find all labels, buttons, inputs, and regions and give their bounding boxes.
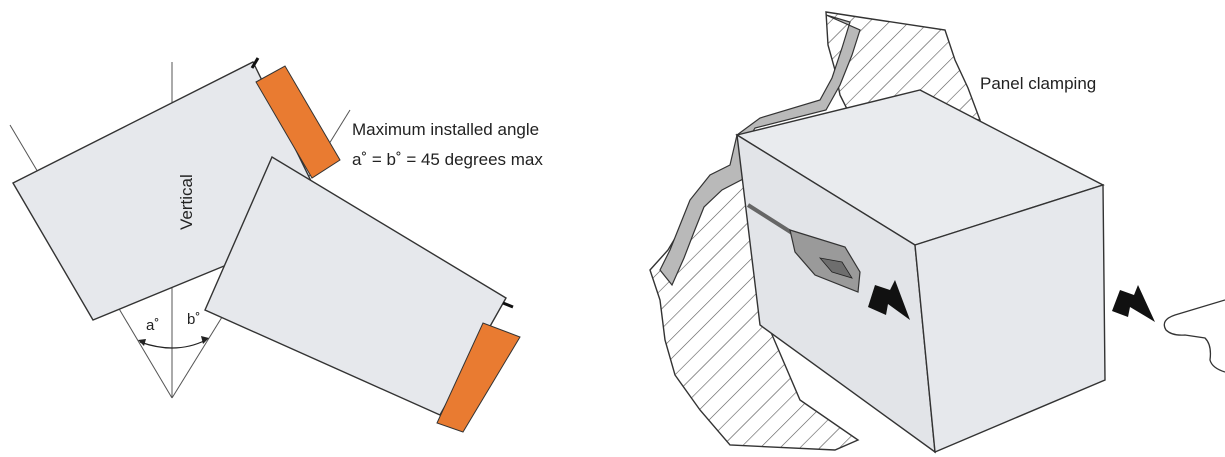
panel-clamping-figure: Panel clamping: [649, 11, 1225, 454]
terminal-tab-left: [250, 57, 260, 69]
panel-gasket: [659, 14, 861, 287]
terminal-block-right: [436, 322, 521, 433]
angle-a-label: a˚: [146, 317, 159, 334]
angle-b-arrowhead: [201, 336, 209, 344]
clamp-push-arrow: [868, 280, 910, 320]
terminal-block-left: [255, 65, 341, 179]
instrument-right-face: [914, 184, 1106, 454]
max-angle-caption-line1: Maximum installed angle: [352, 120, 539, 139]
box-push-arrow: [1112, 285, 1155, 322]
clamp-jaw: [818, 257, 853, 279]
instrument-tilted-right: [204, 155, 521, 433]
angle-b-arc: [171, 339, 207, 349]
max-angle-caption-line2: a˚ = b˚ = 45 degrees max: [352, 150, 543, 169]
angle-a-arrowhead: [138, 339, 146, 346]
instrument-body-right: [204, 155, 507, 416]
terminal-tab-right: [502, 301, 514, 309]
panel-clamping-caption: Panel clamping: [980, 74, 1096, 93]
vertical-label: Vertical: [177, 174, 196, 230]
angle-figure: a˚ b˚ Vertical Maximum installed angle a…: [9, 57, 543, 433]
angle-b-label: b˚: [187, 311, 200, 328]
panel-wall-upper: [825, 11, 982, 121]
finger-sketch: [1163, 299, 1225, 373]
